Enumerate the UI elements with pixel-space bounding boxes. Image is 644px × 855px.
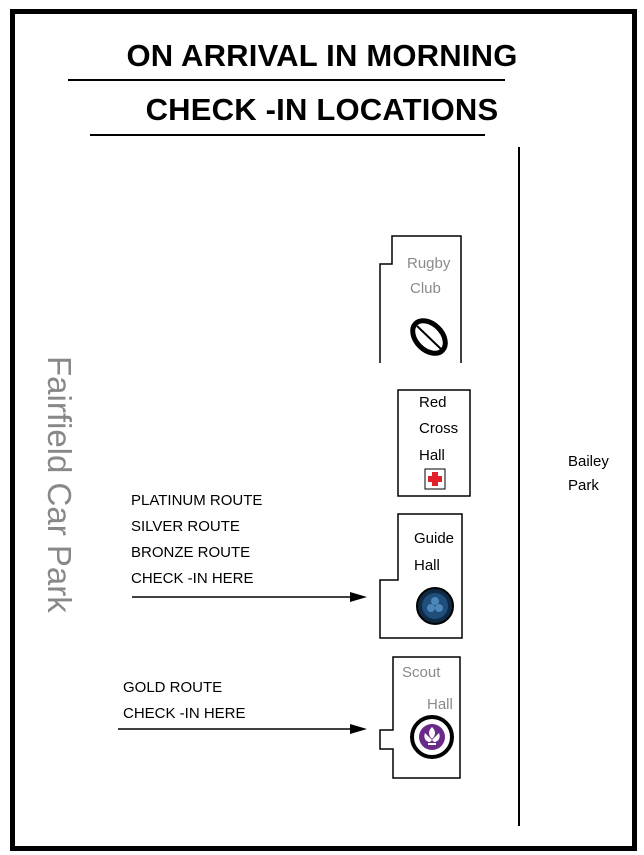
title-underline-2 bbox=[90, 134, 485, 136]
guide-hall-label-line2: Hall bbox=[414, 557, 440, 574]
scout-hall-label-line1: Scout bbox=[402, 664, 441, 681]
scout-hall-label-line2: Hall bbox=[427, 696, 453, 713]
guide-hall-outline bbox=[379, 513, 463, 639]
bailey-park-label: Bailey Park bbox=[568, 450, 609, 498]
title-underline-1 bbox=[68, 79, 505, 81]
route-checkin-scout: CHECK -IN HERE bbox=[123, 705, 246, 722]
route-gold: GOLD ROUTE bbox=[123, 679, 223, 696]
title-line-2: CHECK -IN LOCATIONS bbox=[145, 92, 499, 127]
bailey-label-line2: Park bbox=[568, 477, 599, 494]
route-list-guide: PLATINUM ROUTE SILVER ROUTE BRONZE ROUTE… bbox=[131, 488, 262, 592]
route-silver: SILVER ROUTE bbox=[131, 518, 240, 535]
route-platinum: PLATINUM ROUTE bbox=[131, 492, 263, 509]
title-line-1: ON ARRIVAL IN MORNING bbox=[126, 38, 518, 73]
route-bronze: BRONZE ROUTE bbox=[131, 544, 251, 561]
route-list-scout: GOLD ROUTE CHECK -IN HERE bbox=[123, 675, 246, 727]
road-line bbox=[518, 147, 520, 826]
red-cross-label-line2: Cross bbox=[419, 420, 459, 437]
rugby-club-label-line1: Rugby bbox=[407, 255, 451, 272]
map-frame bbox=[10, 9, 637, 851]
red-cross-hall-outline bbox=[397, 389, 471, 497]
red-cross-label-line1: Red bbox=[419, 394, 447, 411]
route-checkin-guide: CHECK -IN HERE bbox=[131, 570, 254, 587]
bailey-label-line1: Bailey bbox=[568, 453, 609, 470]
rugby-club-label-line2: Club bbox=[410, 280, 441, 297]
scout-hall-outline bbox=[379, 656, 461, 779]
red-cross-label-line3: Hall bbox=[419, 447, 445, 464]
guide-hall-label-line1: Guide bbox=[414, 530, 455, 547]
rugby-club-outline bbox=[379, 235, 462, 363]
